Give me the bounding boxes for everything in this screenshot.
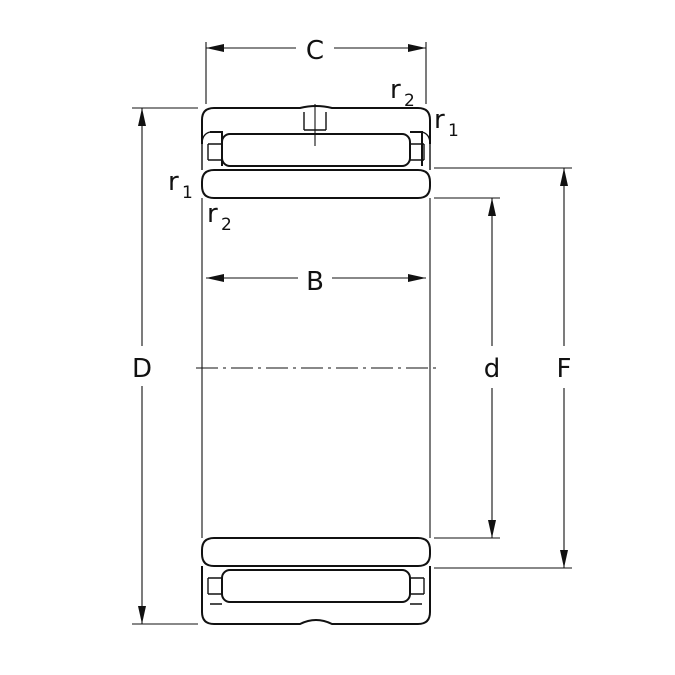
label-r1-left: r 1 [168, 167, 193, 203]
label-r2-left: r 2 [207, 199, 232, 235]
label-r1-top-right: r 1 [434, 105, 459, 141]
svg-text:r: r [207, 199, 218, 229]
outer-ring-top [201, 104, 431, 170]
label-f: F [557, 354, 572, 384]
svg-text:r: r [390, 75, 401, 105]
inner-ring-top [201, 169, 431, 199]
dimension-b [206, 274, 426, 282]
label-d-bore: d [484, 354, 501, 384]
svg-text:2: 2 [221, 215, 232, 235]
label-r2-top-right: r 2 [390, 75, 415, 111]
needle-roller-bottom [207, 569, 425, 603]
dimension-d-outer [132, 107, 198, 625]
needle-roller-top [207, 133, 425, 167]
svg-text:1: 1 [448, 121, 459, 141]
svg-text:r: r [434, 105, 445, 135]
outer-ring-bottom [201, 566, 431, 625]
label-b: B [306, 267, 324, 297]
dimension-c [205, 42, 427, 104]
label-d-outer: D [132, 354, 152, 384]
svg-text:2: 2 [404, 91, 415, 111]
label-c: C [306, 36, 324, 66]
svg-text:1: 1 [182, 183, 193, 203]
svg-text:r: r [168, 167, 179, 197]
dimension-f [434, 167, 572, 569]
inner-ring-bottom [201, 537, 431, 567]
dimension-d-bore [434, 197, 500, 539]
